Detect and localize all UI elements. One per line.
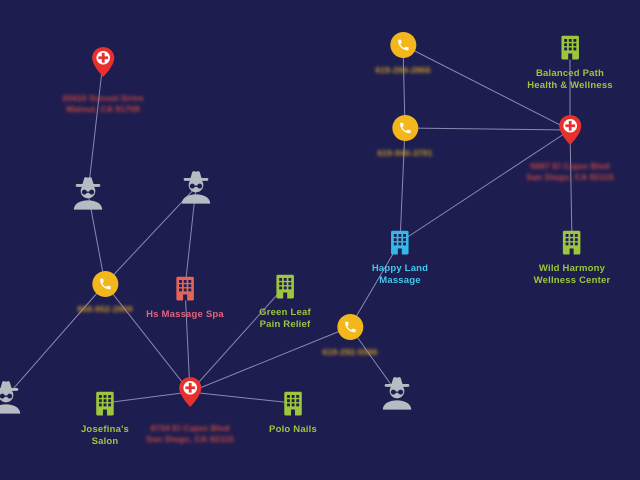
spy-icon <box>377 373 417 413</box>
node-phone-619-284-2866[interactable]: 619-284-2866 <box>375 32 430 76</box>
node-label: 619-292-5586 <box>322 347 378 357</box>
edge-spy-2--hs-massage-spa <box>184 186 197 289</box>
edge-spy-2--phone-858-952-2909 <box>104 186 197 285</box>
node-spy-2[interactable] <box>176 167 216 207</box>
edge-pin-elcajon-5697--wild-harmony <box>569 129 573 243</box>
edge-hs-massage-spa--pin-elcajon-4734 <box>184 287 191 393</box>
building-icon <box>555 32 585 62</box>
phone-icon <box>390 32 416 58</box>
spy-icon <box>0 377 26 417</box>
node-phone-619-292-5586[interactable]: 619-292-5586 <box>322 314 377 358</box>
node-polo-nails[interactable]: Polo Nails <box>269 388 317 436</box>
building-icon <box>90 388 120 418</box>
edge-josefinas-salon--pin-elcajon-4734 <box>104 391 191 404</box>
edge-phone-619-292-5586--happy-land <box>349 241 401 328</box>
phone-icon <box>92 271 118 297</box>
node-spy-1[interactable] <box>68 173 108 213</box>
edge-pin-walnut--spy-1 <box>87 61 104 194</box>
edge-spy-4--phone-619-292-5586 <box>349 326 398 394</box>
node-label: Hs Massage Spa <box>146 309 224 320</box>
map-pin-icon <box>173 375 207 409</box>
edge-phone-619-292-5586--pin-elcajon-4734 <box>189 326 351 393</box>
map-pin-icon <box>86 45 120 79</box>
edge-polo-nails--pin-elcajon-4734 <box>189 391 294 404</box>
edge-phone-619-284-2866--pin-elcajon-5697 <box>402 44 571 131</box>
node-label: Polo Nails <box>269 424 317 435</box>
edge-pin-elcajon-5697--happy-land <box>399 129 571 243</box>
edge-phone-619-940-3791--pin-elcajon-5697 <box>404 127 571 131</box>
node-label: 619-284-2866 <box>375 65 431 75</box>
map-pin-icon <box>553 113 587 147</box>
spy-icon <box>68 173 108 213</box>
building-icon <box>557 227 587 257</box>
node-spy-3[interactable] <box>0 377 26 417</box>
edge-phone-619-940-3791--happy-land <box>399 127 406 243</box>
building-icon <box>170 273 200 303</box>
phone-icon <box>337 314 363 340</box>
edge-phone-858-952-2909--pin-elcajon-4734 <box>104 283 191 393</box>
node-label: 619-940-3791 <box>377 148 433 158</box>
phone-icon <box>392 115 418 141</box>
edge-green-leaf--pin-elcajon-4734 <box>189 285 286 393</box>
building-icon <box>385 227 415 257</box>
node-spy-4[interactable] <box>377 373 417 413</box>
node-phone-858-952-2909[interactable]: 858-952-2909 <box>77 271 132 315</box>
building-icon <box>278 388 308 418</box>
edge-spy-3--phone-858-952-2909 <box>5 283 106 398</box>
node-hs-massage-spa[interactable]: Hs Massage Spa <box>146 273 224 321</box>
spy-icon <box>176 167 216 207</box>
edge-phone-619-284-2866--phone-619-940-3791 <box>402 44 406 129</box>
node-label: 858-952-2909 <box>77 304 133 314</box>
building-icon <box>270 271 300 301</box>
node-phone-619-940-3791[interactable]: 619-940-3791 <box>377 115 432 159</box>
